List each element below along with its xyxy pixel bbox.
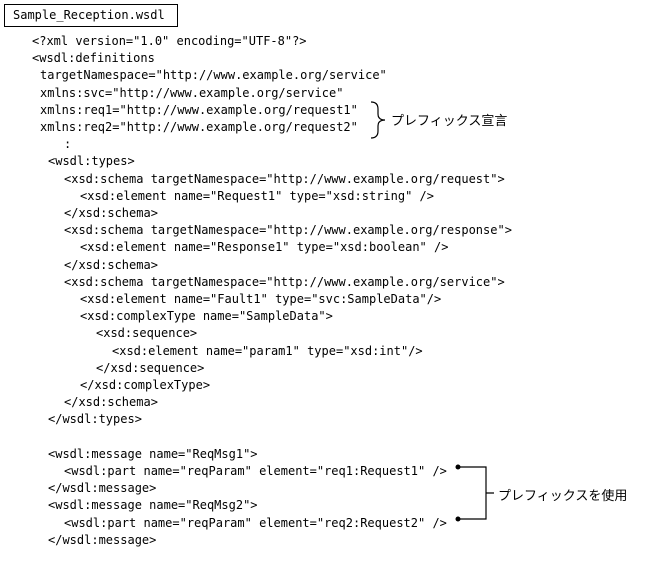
code-line: <xsd:schema targetNamespace="http://www.… xyxy=(64,171,505,186)
code-line: <xsd:element name="Request1" type="xsd:s… xyxy=(80,188,435,203)
code-line: </xsd:schema> xyxy=(64,257,158,272)
code-line: </xsd:sequence> xyxy=(96,360,205,375)
code-line: <xsd:element name="Fault1" type="svc:Sam… xyxy=(80,292,442,306)
code-line: </xsd:schema> xyxy=(64,395,158,410)
code-line: <xsd:element name="param1" type="xsd:int… xyxy=(112,343,423,358)
prefix-declaration-brace xyxy=(370,101,386,139)
code-line: <wsdl:part name="reqParam" element="req1… xyxy=(64,464,447,478)
prefix-usage-bracket xyxy=(458,466,494,520)
code-line: </wsdl:message> xyxy=(48,532,157,547)
code-line: xmlns:req1="http://www.example.org/reque… xyxy=(40,102,358,117)
code-line: <wsdl:types> xyxy=(48,154,135,169)
code-line: targetNamespace="http://www.example.org/… xyxy=(40,68,387,83)
code-line: </wsdl:message> xyxy=(48,481,157,496)
code-line: </wsdl:types> xyxy=(48,412,142,427)
code-line: </xsd:schema> xyxy=(64,206,158,220)
code-line: <?xml version="1.0" encoding="UTF-8"?> xyxy=(32,34,307,48)
code-line: <wsdl:definitions xyxy=(32,51,155,66)
file-name: Sample_Reception.wsdl xyxy=(13,8,165,22)
code-line: : xyxy=(64,137,72,152)
code-line: <xsd:schema targetNamespace="http://www.… xyxy=(64,223,512,238)
prefix-declaration-label: プレフィックス宣言 xyxy=(391,114,508,129)
code-line: <xsd:schema targetNamespace="http://www.… xyxy=(64,274,505,289)
file-name-box: Sample_Reception.wsdl xyxy=(4,4,178,27)
code-line: xmlns:req2="http://www.example.org/reque… xyxy=(40,120,358,134)
code-line: <wsdl:message name="ReqMsg1"> xyxy=(48,446,258,461)
code-line: xmlns:svc="http://www.example.org/servic… xyxy=(40,85,344,100)
code-line: <wsdl:part name="reqParam" element="req2… xyxy=(64,515,447,530)
prefix-usage-label: プレフィックスを使用 xyxy=(498,489,628,504)
code-line: <xsd:complexType name="SampleData"> xyxy=(80,309,333,324)
code-line: <xsd:element name="Response1" type="xsd:… xyxy=(80,240,449,255)
code-line: </xsd:complexType> xyxy=(80,378,211,392)
code-line: <wsdl:message name="ReqMsg2"> xyxy=(48,498,258,513)
code-line: <xsd:sequence> xyxy=(96,326,198,341)
